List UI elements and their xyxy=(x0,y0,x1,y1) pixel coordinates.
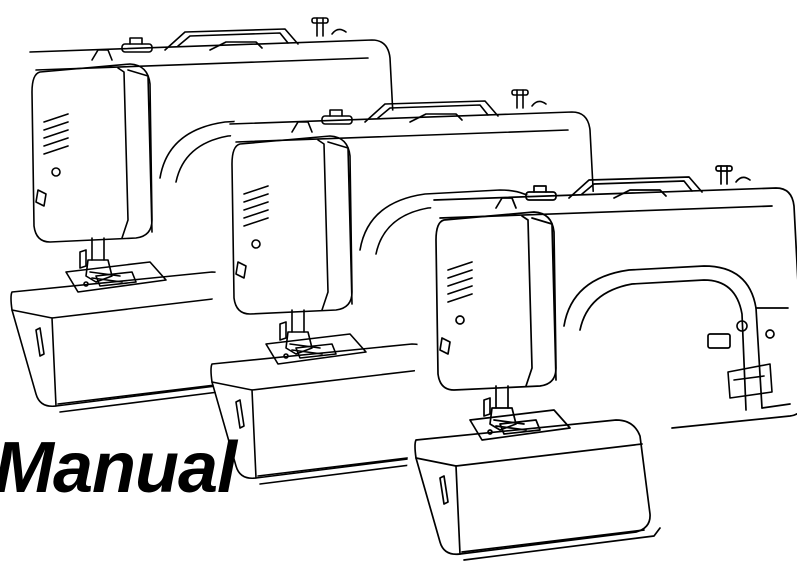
cover-title-word: Manual xyxy=(0,428,237,508)
occlusion-mask-front xyxy=(404,182,796,556)
sewing-machine-front xyxy=(414,165,797,561)
